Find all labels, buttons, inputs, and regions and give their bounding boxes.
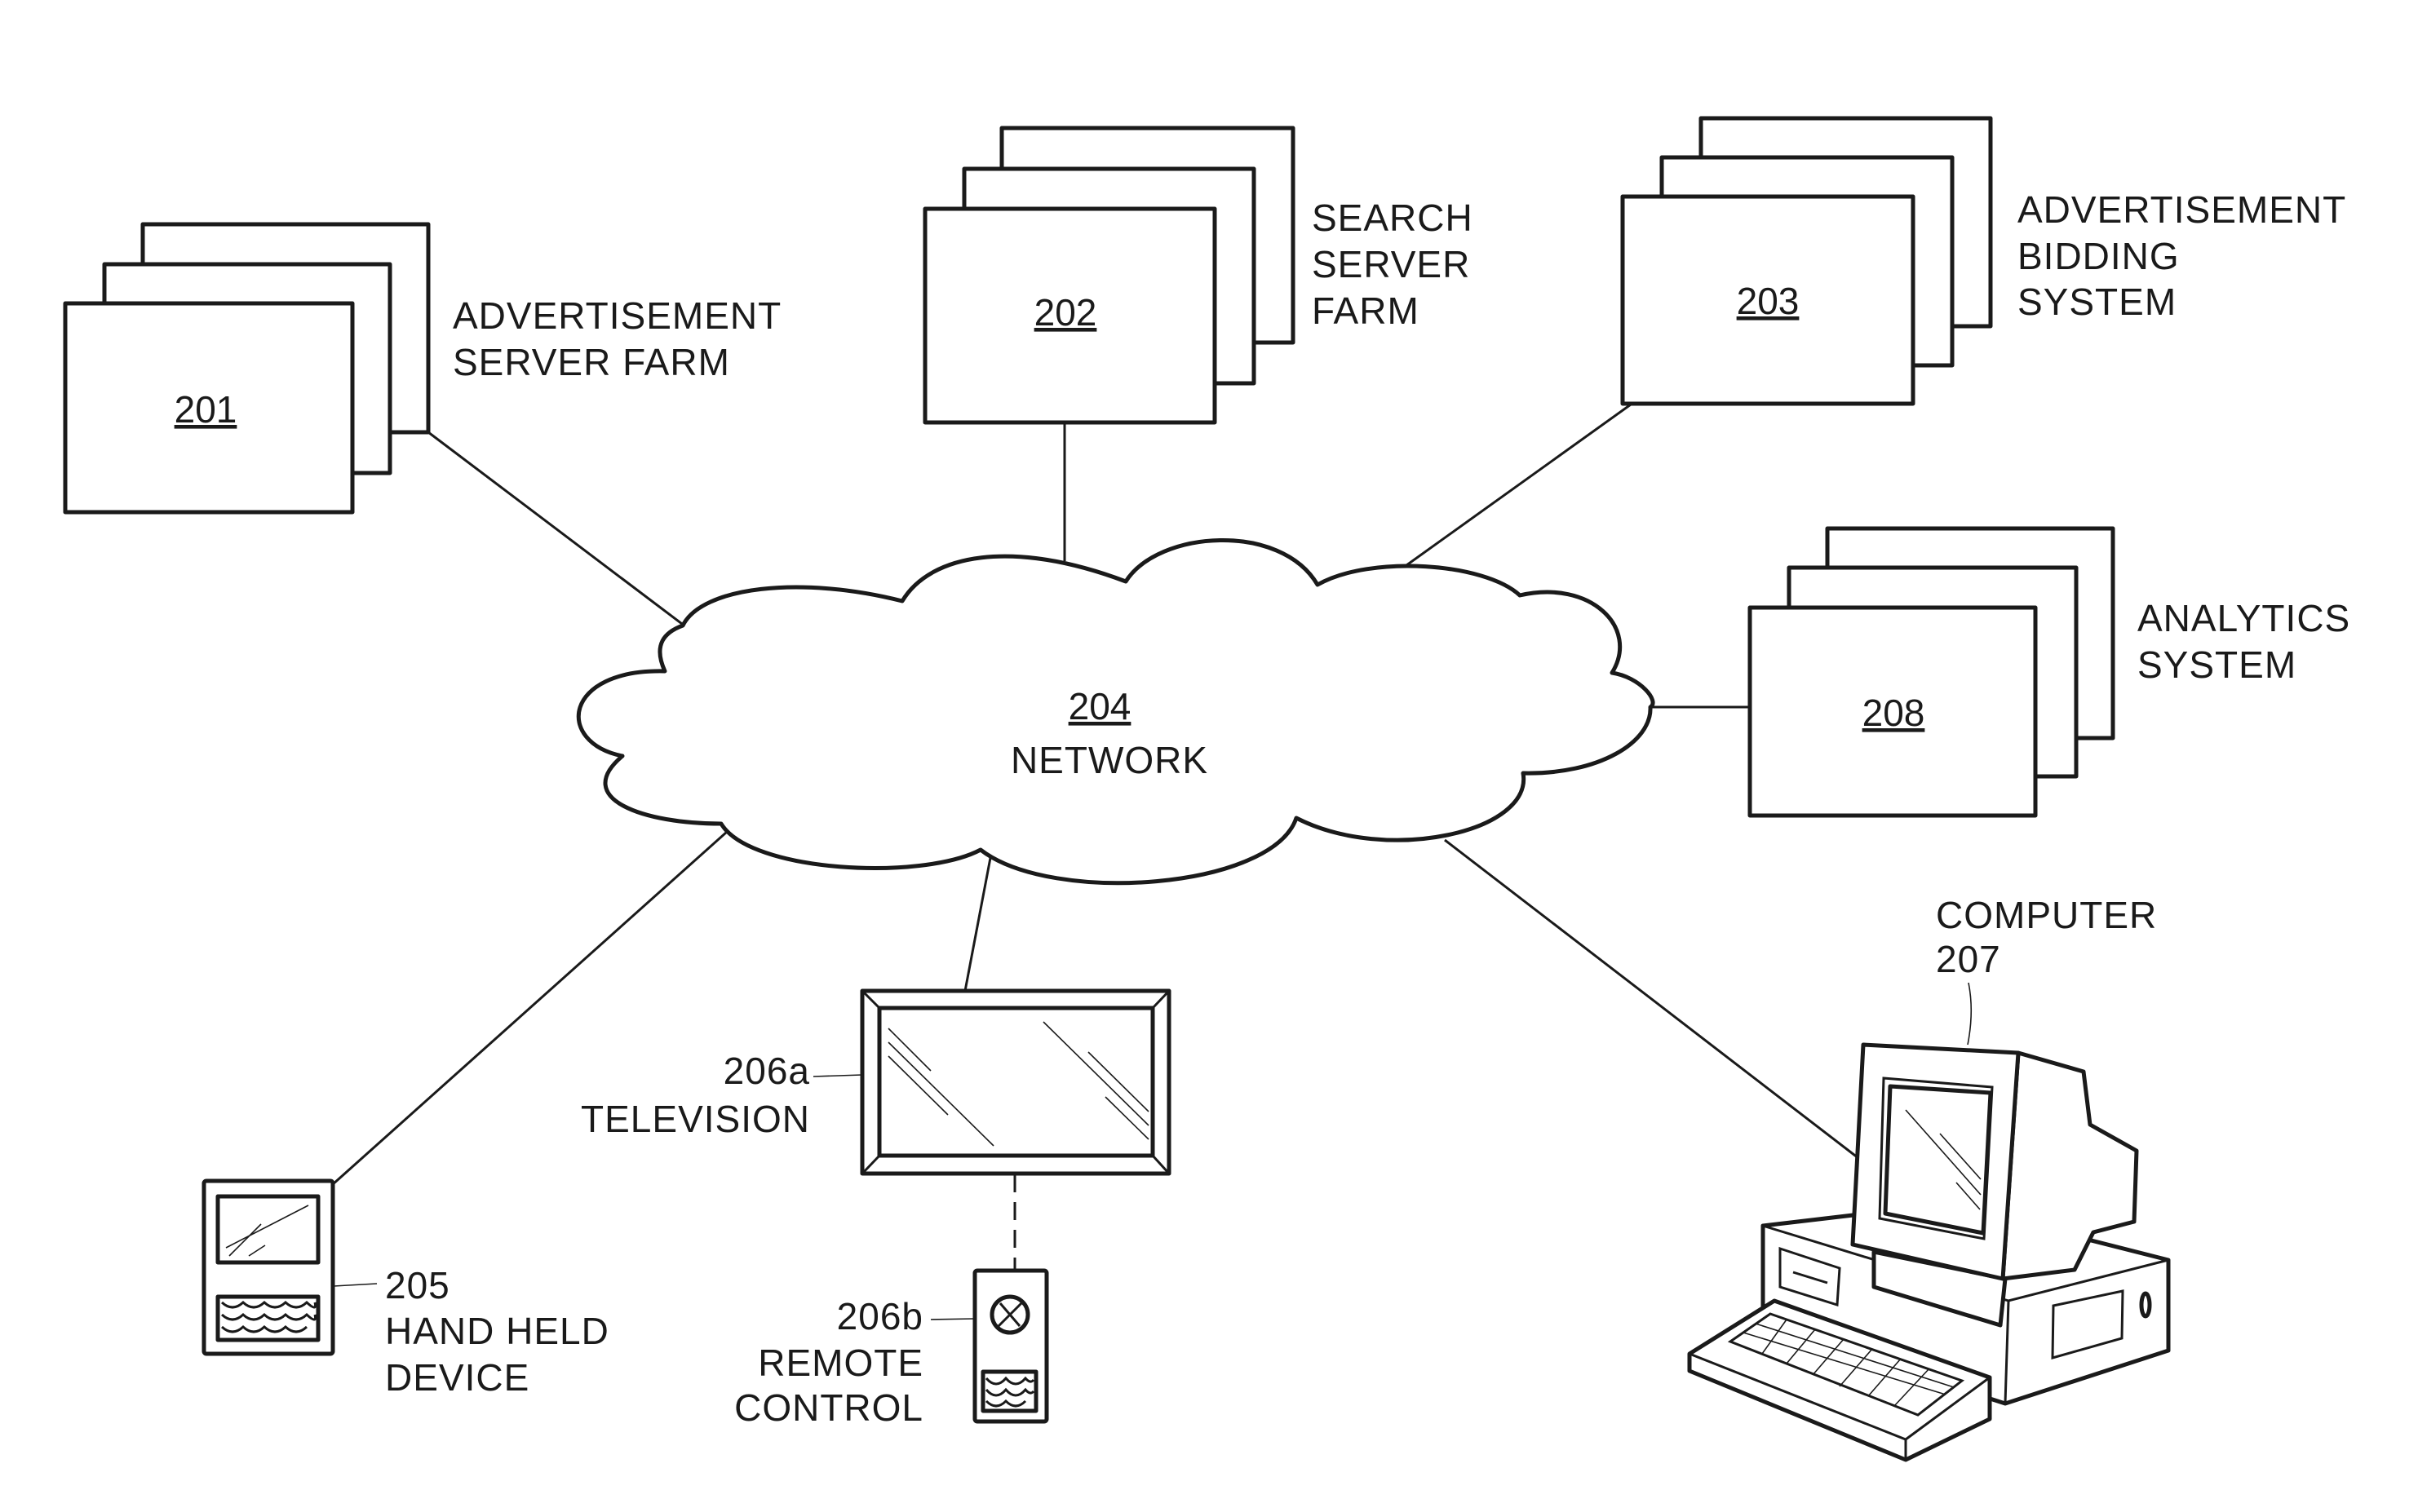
remote-control-206b[interactable]	[972, 1268, 1049, 1424]
ref-204: 204	[1069, 685, 1132, 727]
svg-text:206a: 206a	[724, 1050, 810, 1092]
svg-text:CONTROL: CONTROL	[734, 1386, 923, 1429]
label-television: 206a TELEVISION	[581, 1050, 810, 1140]
ref-208: 208	[1862, 692, 1925, 734]
svg-text:ADVERTISEMENT: ADVERTISEMENT	[2017, 188, 2346, 231]
server-stack-203[interactable]: 203	[1620, 116, 1993, 406]
edge-205-network	[330, 830, 728, 1187]
monitor-screen	[1883, 1084, 1993, 1236]
television-206a[interactable]	[860, 988, 1171, 1176]
drive-bay	[2051, 1289, 2124, 1359]
svg-text:REMOTE: REMOTE	[758, 1342, 923, 1384]
svg-text:DEVICE: DEVICE	[385, 1356, 529, 1399]
leader-206b	[930, 1318, 976, 1320]
edge-206a-network	[963, 857, 992, 992]
edge-201-network	[427, 431, 686, 628]
network-label: NETWORK	[1011, 739, 1208, 781]
tv-screen	[877, 1006, 1155, 1158]
cloud-icon	[576, 538, 1655, 886]
server-stack-201[interactable]: 201	[63, 222, 431, 515]
keyboard	[1687, 1298, 1992, 1462]
ref-202: 202	[1034, 291, 1097, 334]
svg-text:SYSTEM: SYSTEM	[2137, 643, 2296, 686]
svg-text:ADVERTISEMENT: ADVERTISEMENT	[453, 294, 782, 337]
server-stack-208[interactable]: 208	[1747, 526, 2115, 818]
svg-text:SEARCH: SEARCH	[1312, 197, 1473, 239]
svg-text:COMPUTER: COMPUTER	[1936, 894, 2157, 936]
svg-text:SYSTEM: SYSTEM	[2017, 281, 2177, 323]
leader-205	[333, 1283, 378, 1287]
ref-203: 203	[1737, 280, 1800, 322]
monitor-housing	[2000, 1050, 2139, 1281]
svg-text:205: 205	[385, 1264, 450, 1306]
computer-207[interactable]	[1687, 1042, 2171, 1462]
label-advertisement-bidding-system: ADVERTISEMENT BIDDING SYSTEM	[2017, 188, 2346, 323]
svg-text:FARM: FARM	[1312, 290, 1419, 332]
label-analytics-system: ANALYTICS SYSTEM	[2137, 597, 2350, 686]
svg-text:BIDDING: BIDDING	[2017, 235, 2180, 277]
svg-text:ANALYTICS: ANALYTICS	[2137, 597, 2350, 639]
handheld-device-205[interactable]	[202, 1178, 335, 1356]
leader-206a	[813, 1074, 863, 1077]
network-cloud-204[interactable]: 204 NETWORK	[576, 538, 1655, 886]
svg-text:207: 207	[1936, 938, 2001, 980]
label-remote-control: 206b REMOTE CONTROL	[734, 1295, 923, 1429]
label-advertisement-server-farm: ADVERTISEMENT SERVER FARM	[453, 294, 782, 383]
connectors	[330, 403, 1859, 1271]
label-computer: COMPUTER 207	[1936, 894, 2157, 980]
edge-203-network	[1402, 403, 1632, 569]
server-stack-202[interactable]: 202	[923, 126, 1295, 425]
disk-drive-slot	[1778, 1246, 1841, 1307]
label-search-server-farm: SEARCH SERVER FARM	[1312, 197, 1473, 332]
svg-text:SERVER: SERVER	[1312, 243, 1470, 285]
svg-text:SERVER FARM: SERVER FARM	[453, 341, 730, 383]
ref-201: 201	[175, 388, 237, 431]
power-button-icon	[2139, 1291, 2152, 1319]
handheld-screen	[215, 1194, 321, 1265]
leader-207	[1967, 982, 1973, 1046]
keyboard-keys	[1727, 1312, 1965, 1417]
svg-text:HAND HELD: HAND HELD	[385, 1310, 609, 1352]
svg-text:TELEVISION: TELEVISION	[581, 1098, 810, 1140]
svg-text:206b: 206b	[837, 1295, 923, 1337]
edge-207-network	[1444, 838, 1859, 1160]
label-hand-held-device: 205 HAND HELD DEVICE	[385, 1264, 609, 1399]
